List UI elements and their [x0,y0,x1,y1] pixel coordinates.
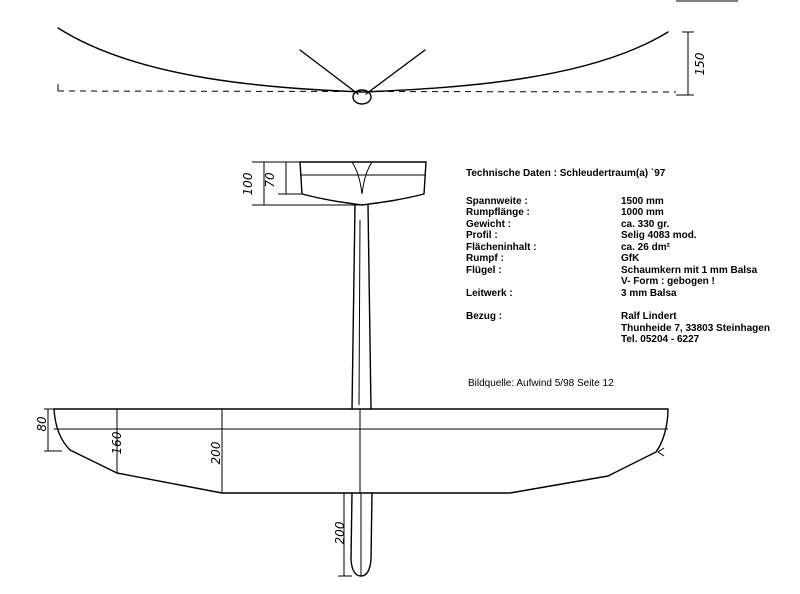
supply-line: Ralf Lindert [621,311,677,322]
specs-title: Technische Daten : Schleudertraum(a) `97 [466,168,666,179]
spec-label: Gewicht : [466,218,512,230]
spec-value: Schaumkern mit 1 mm Balsa [621,264,758,276]
spec-row: Gewicht : ca. 330 gr. [466,219,796,231]
spec-label: Spannweite : [466,195,528,207]
v-tail-left [299,49,359,95]
spec-label: Rumpflänge : [466,207,530,218]
spec-row: V- Form : gebogen ! [466,276,796,288]
spec-label: Rumpf : [466,253,504,264]
stabilizer: 100 70 [241,161,427,206]
spec-value: ca. 26 dm² [621,241,670,253]
boom-left-edge [351,204,356,410]
stab-chord-outer-label: 100 [241,172,255,195]
spec-row: Leitwerk : 3 mm Balsa [466,288,796,300]
fuselage-section [352,89,372,105]
supply-row: Bezug : Ralf Lindert Thunheide 7, 33803 … [466,311,796,346]
spec-value: 1500 mm [621,195,664,207]
v-tail-right [365,49,426,95]
spec-label: Profil : [466,230,498,241]
image-source: Bildquelle: Aufwind 5/98 Seite 12 [468,378,614,389]
supply-address: Ralf Lindert Thunheide 7, 33803 Steinhag… [621,311,770,346]
stabilizer-center-mark [351,161,373,195]
spec-value: 3 mm Balsa [621,287,677,299]
supply-label: Bezug : [466,311,503,322]
wing-outline [53,408,669,494]
wing-tip-chord-label: 80 [35,416,49,432]
technical-data: Technische Daten : Schleudertraum(a) `97… [466,168,796,346]
spec-row: Flächeninhalt : ca. 26 dm² [466,242,796,254]
stab-chord-inner-label: 70 [263,172,277,188]
front-view: 150 [57,27,707,105]
spec-value: V- Form : gebogen ! [621,276,715,287]
spec-value: Selig 4083 mod. [621,230,697,241]
main-wing: 80 160 200 [35,408,669,494]
supply-line: Tel. 05204 - 6227 [621,334,700,345]
fuselage-boom [351,204,372,410]
spec-row: Profil : Selig 4083 mod. [466,230,796,242]
stabilizer-outline [299,161,427,206]
spec-value: GfK [621,253,640,264]
supply-line: Thunheide 7, 33803 Steinhagen [621,322,770,334]
spec-label: Flügel : [466,264,502,276]
spec-label: Leitwerk : [466,287,513,299]
wing-chord-root-label: 200 [209,441,223,464]
spec-row: Spannweite : 1500 mm [466,196,796,208]
spec-row: Flügel : Schaumkern mit 1 mm Balsa [466,265,796,277]
spec-label [466,276,621,288]
spec-value: 1000 mm [621,207,664,218]
boom-inner-line [358,219,361,406]
spec-row: Rumpf : GfK [466,253,796,265]
dihedral-height-label: 150 [693,52,707,75]
spec-label: Flächeninhalt : [466,241,537,253]
boom-right-edge [367,204,372,410]
wing-chord-mid-label: 160 [110,431,124,454]
spec-row: Rumpflänge : 1000 mm [466,207,796,219]
spec-value: ca. 330 gr. [621,218,670,230]
fuselage-nose: 200 [333,492,373,577]
tip-arrow-right [657,447,665,457]
fuselage-nose-label: 200 [333,521,347,544]
wing-dihedral-curve [57,27,669,93]
